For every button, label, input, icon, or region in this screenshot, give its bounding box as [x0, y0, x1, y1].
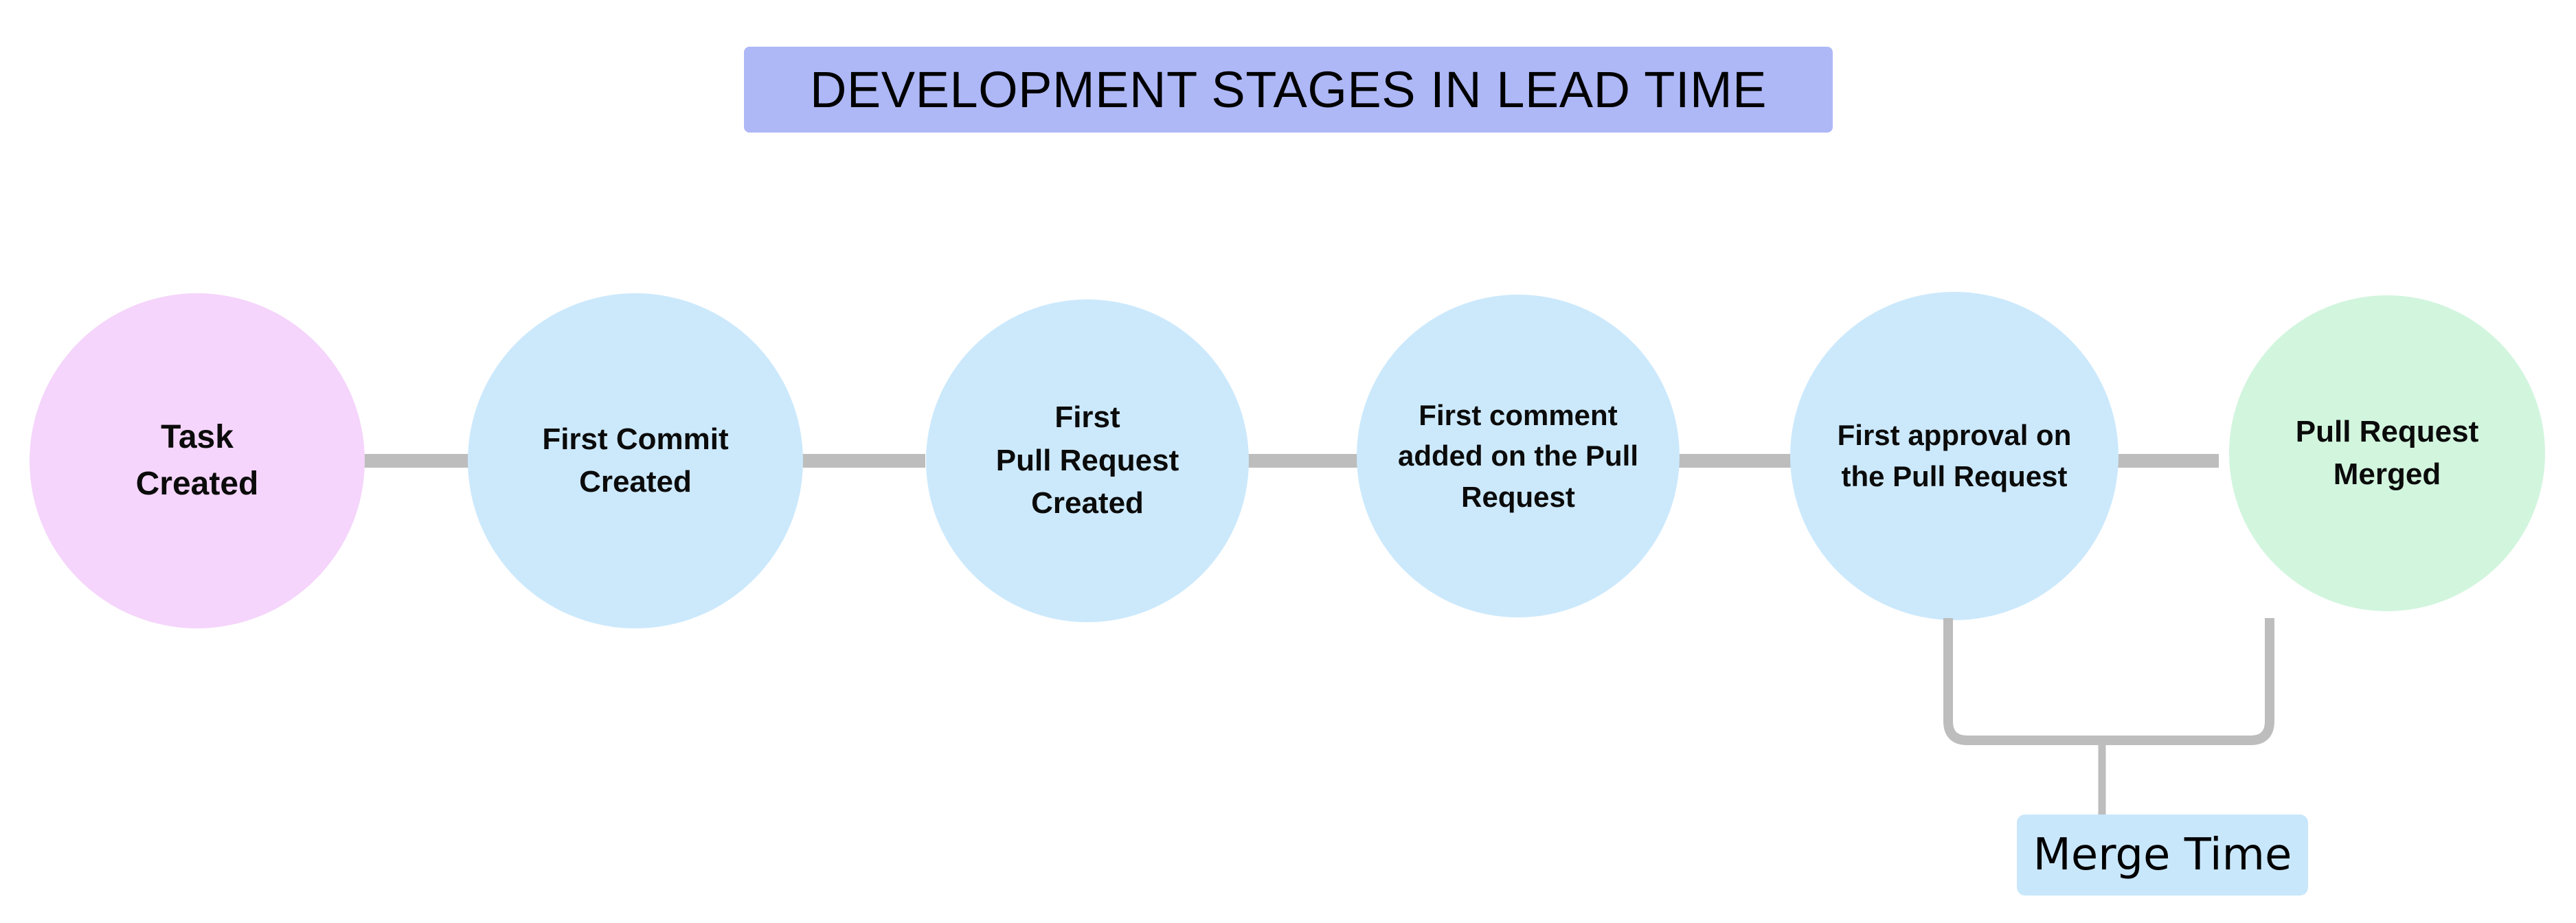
page-title: DEVELOPMENT STAGES IN LEAD TIME	[809, 60, 1767, 118]
stage-node-first-comment-added[interactable]: First comment added on the Pull Request	[1357, 295, 1680, 617]
stage-node-pull-request-merged[interactable]: Pull Request Merged	[2229, 295, 2545, 611]
stage-node-first-pull-request-created[interactable]: First Pull Request Created	[926, 299, 1249, 622]
diagram-title-banner: DEVELOPMENT STAGES IN LEAD TIME	[744, 47, 1833, 133]
stage-label-first-approval: First approval on the Pull Request	[1837, 419, 2072, 492]
stage-label-first-pull-request-created: First Pull Request Created	[995, 400, 1179, 521]
connector-comment-to-approval	[1676, 454, 1800, 468]
stage-label-task-created: Task Created	[135, 418, 259, 502]
stage-label-pull-request-merged: Pull Request Merged	[2295, 414, 2479, 491]
merge-time-label: Merge Time	[2033, 830, 2292, 880]
connector-commit-to-pr	[798, 454, 925, 468]
stage-label-first-commit-created: First Commit Created	[542, 422, 729, 499]
connector-approval-to-merged	[2116, 454, 2219, 468]
merge-time-box[interactable]: Merge Time	[2017, 814, 2308, 896]
stage-node-task-created[interactable]: Task Created	[30, 293, 365, 628]
stage-label-first-comment-added: First comment added on the Pull Request	[1397, 398, 1638, 513]
connector-pr-to-comment	[1241, 454, 1364, 468]
connector-task-to-commit	[354, 454, 481, 468]
stage-node-first-approval[interactable]: First approval on the Pull Request	[1790, 292, 2119, 620]
stage-node-first-commit-created[interactable]: First Commit Created	[468, 293, 803, 628]
merge-time-bracket	[1943, 618, 2274, 817]
